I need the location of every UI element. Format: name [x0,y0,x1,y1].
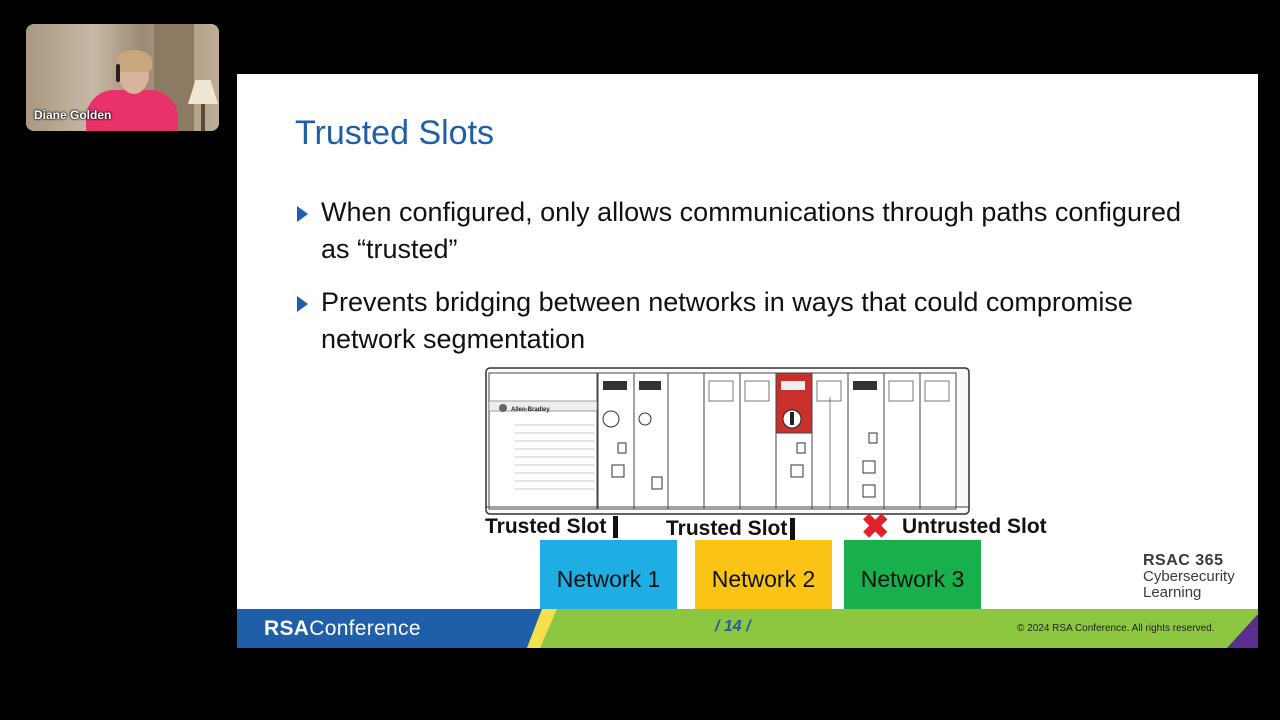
slot-pointer-marker [790,518,795,540]
bullet-text: When configured, only allows communicati… [321,197,1181,264]
presenter-figure [86,90,178,131]
rsac-365-line2: Cybersecurity [1143,568,1235,585]
presenter-video-thumbnail[interactable]: Diane Golden [26,24,219,131]
presenter-name: Diane Golden [34,108,112,122]
page-number: / 14 / [715,618,751,635]
rsac-365-logo: RSAC 365 Cybersecurity Learning [1143,553,1235,601]
slot-label-trusted: Trusted Slot [666,517,788,540]
footer-band [237,609,1258,648]
bullet-item: When configured, only allows communicati… [294,194,1201,268]
network-1-box: Network 1 [540,540,677,618]
slot-pointer-marker [613,516,618,538]
slot-label-untrusted: Untrusted Slot [902,515,1047,538]
chassis-brand-label: Allen-Bradley [511,407,550,413]
untrusted-x-icon: ✖ [861,508,890,546]
bullet-text: Prevents bridging between networks in wa… [321,287,1133,354]
slot-label-trusted: Trusted Slot [485,515,607,538]
bullet-item: Prevents bridging between networks in wa… [294,284,1201,358]
slide-title: Trusted Slots [295,114,495,152]
plc-chassis-illustration: Allen-Bradley [485,367,970,515]
headset-icon [116,64,120,82]
rsac-365-brand: RSAC 365 [1143,552,1224,569]
network-2-box: Network 2 [695,540,832,618]
presentation-slide: Trusted Slots When configured, only allo… [237,74,1258,648]
rsac-365-line3: Learning [1143,584,1202,601]
presenter-hair [116,50,152,72]
bullet-triangle-icon [297,296,308,312]
copyright-text: © 2024 RSA Conference. All rights reserv… [1017,623,1215,634]
rsa-conference-logo: RSAConference [264,617,421,640]
slide-footer: RSAConference / 14 / © 2024 RSA Conferen… [237,609,1258,648]
bullet-triangle-icon [297,206,308,222]
network-3-box: Network 3 [844,540,981,618]
brand-logo-icon [499,404,507,412]
lamp-stand [201,104,205,131]
